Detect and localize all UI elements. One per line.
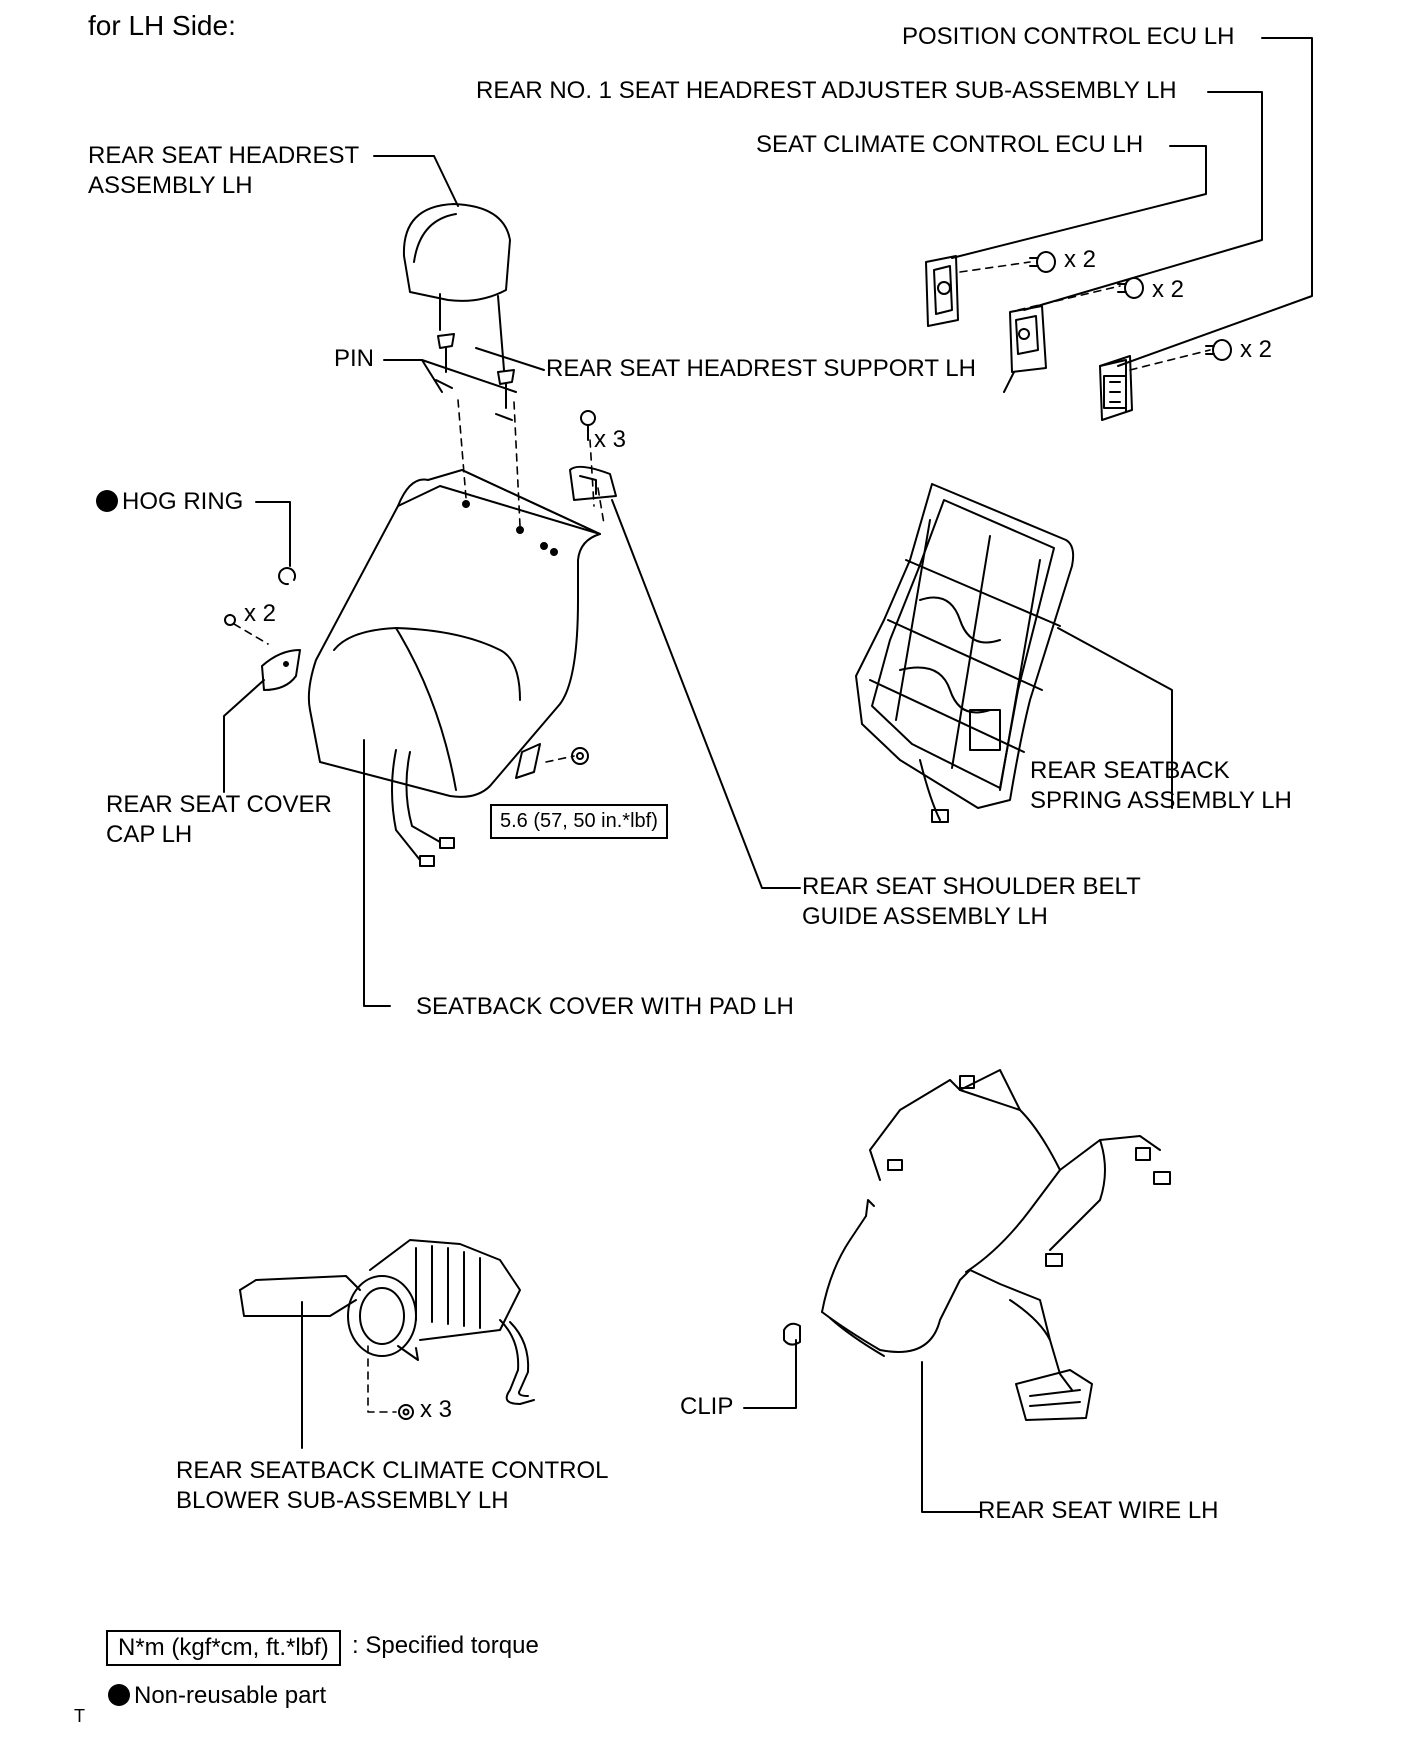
label-cover-cap-line1: REAR SEAT COVER bbox=[106, 791, 332, 818]
label-spring-line1: REAR SEATBACK bbox=[1030, 757, 1230, 784]
label-headrest-support: REAR SEAT HEADREST SUPPORT LH bbox=[546, 355, 976, 382]
qty-climate-ecu-screws: x 2 bbox=[1064, 246, 1097, 273]
diagram-title: for LH Side: bbox=[88, 10, 236, 41]
headrest-support-parts bbox=[435, 333, 515, 421]
torque-spec-box: 5.6 (57, 50 in.*lbf) bbox=[490, 804, 668, 839]
dashed-fastener-lines bbox=[233, 261, 1211, 1413]
label-climate-control-ecu: SEAT CLIMATE CONTROL ECU LH bbox=[756, 131, 1144, 158]
label-headrest-line2: ASSEMBLY LH bbox=[88, 172, 253, 199]
qty-position-ecu-screws: x 2 bbox=[1240, 336, 1273, 363]
seat-cover-cap-part bbox=[261, 649, 301, 691]
climate-blower-part bbox=[239, 1239, 535, 1405]
qty-belt-guide-screws: x 3 bbox=[594, 426, 627, 453]
qty-blower-nuts: x 3 bbox=[420, 1396, 453, 1423]
cover-cap-screw-icon bbox=[224, 614, 236, 626]
shoulder-belt-guide-part bbox=[569, 465, 617, 501]
label-cover-cap-line2: CAP LH bbox=[106, 821, 193, 848]
label-seatback-cover: SEATBACK COVER WITH PAD LH bbox=[416, 993, 794, 1020]
nonreusable-dot-icon bbox=[96, 490, 118, 512]
legend-dot-icon bbox=[108, 1684, 130, 1706]
label-blower-line1: REAR SEATBACK CLIMATE CONTROL bbox=[176, 1457, 609, 1484]
label-blower-line2: BLOWER SUB-ASSEMBLY LH bbox=[176, 1487, 509, 1514]
blower-nut-icon bbox=[398, 1404, 414, 1420]
label-rear-seat-wire: REAR SEAT WIRE LH bbox=[978, 1497, 1219, 1524]
climate-ecu-screw-icon bbox=[1029, 251, 1056, 273]
label-shoulder-belt-line1: REAR SEAT SHOULDER BELT bbox=[802, 873, 1141, 900]
legend-nonreusable: Non-reusable part bbox=[108, 1682, 326, 1710]
label-spring-line2: SPRING ASSEMBLY LH bbox=[1030, 787, 1292, 814]
qty-adjuster-screws: x 2 bbox=[1152, 276, 1185, 303]
torque-nut-icon bbox=[571, 747, 589, 765]
label-hog-ring-text: HOG RING bbox=[122, 488, 244, 515]
label-position-control-ecu: POSITION CONTROL ECU LH bbox=[902, 23, 1235, 50]
rear-seat-wire-part bbox=[821, 1069, 1171, 1421]
headrest-adjuster-part bbox=[1003, 305, 1047, 393]
seatback-spring-part bbox=[855, 483, 1075, 823]
clip-part bbox=[783, 1322, 801, 1346]
label-shoulder-belt-line2: GUIDE ASSEMBLY LH bbox=[802, 903, 1048, 930]
legend-torque-box: N*m (kgf*cm, ft.*lbf) bbox=[106, 1630, 341, 1666]
seatback-cover-part bbox=[307, 469, 601, 867]
climate-control-ecu-part bbox=[925, 255, 959, 327]
corner-mark: T bbox=[74, 1706, 85, 1726]
label-pin: PIN bbox=[334, 345, 375, 372]
adjuster-screw-icon bbox=[1117, 277, 1144, 299]
label-headrest-adjuster: REAR NO. 1 SEAT HEADREST ADJUSTER SUB-AS… bbox=[476, 77, 1177, 104]
position-control-ecu-part bbox=[1099, 355, 1133, 421]
headrest-part bbox=[402, 203, 511, 371]
label-clip: CLIP bbox=[680, 1393, 734, 1420]
qty-cover-cap-screws: x 2 bbox=[244, 600, 277, 627]
label-hog-ring: HOG RING bbox=[96, 487, 243, 517]
legend-nonreusable-text: Non-reusable part bbox=[134, 1682, 327, 1709]
leader-lines bbox=[223, 37, 1313, 1513]
position-ecu-screw-icon bbox=[1205, 339, 1232, 361]
label-headrest-line1: REAR SEAT HEADREST bbox=[88, 142, 360, 169]
hog-ring-part bbox=[278, 567, 297, 586]
legend-torque-desc: : Specified torque bbox=[352, 1632, 539, 1659]
belt-guide-screw-icon bbox=[580, 410, 596, 441]
